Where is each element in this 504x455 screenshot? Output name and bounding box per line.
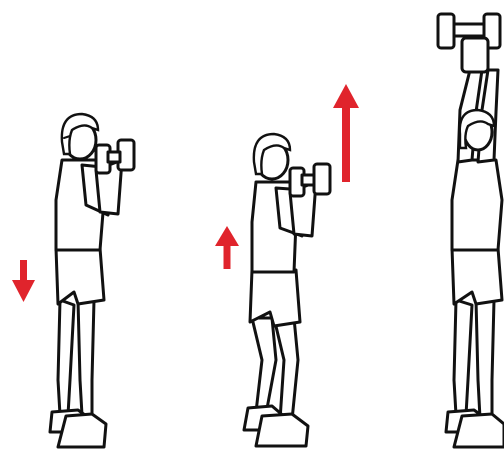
figure-standing xyxy=(50,114,134,447)
figure-press-overhead xyxy=(438,14,504,447)
arrow-up-icon xyxy=(333,84,359,182)
arrow-down-icon xyxy=(12,260,35,302)
arrow-up-icon xyxy=(215,226,239,269)
dumbbell-icon xyxy=(438,14,500,72)
figure-squat-dip xyxy=(244,134,330,446)
